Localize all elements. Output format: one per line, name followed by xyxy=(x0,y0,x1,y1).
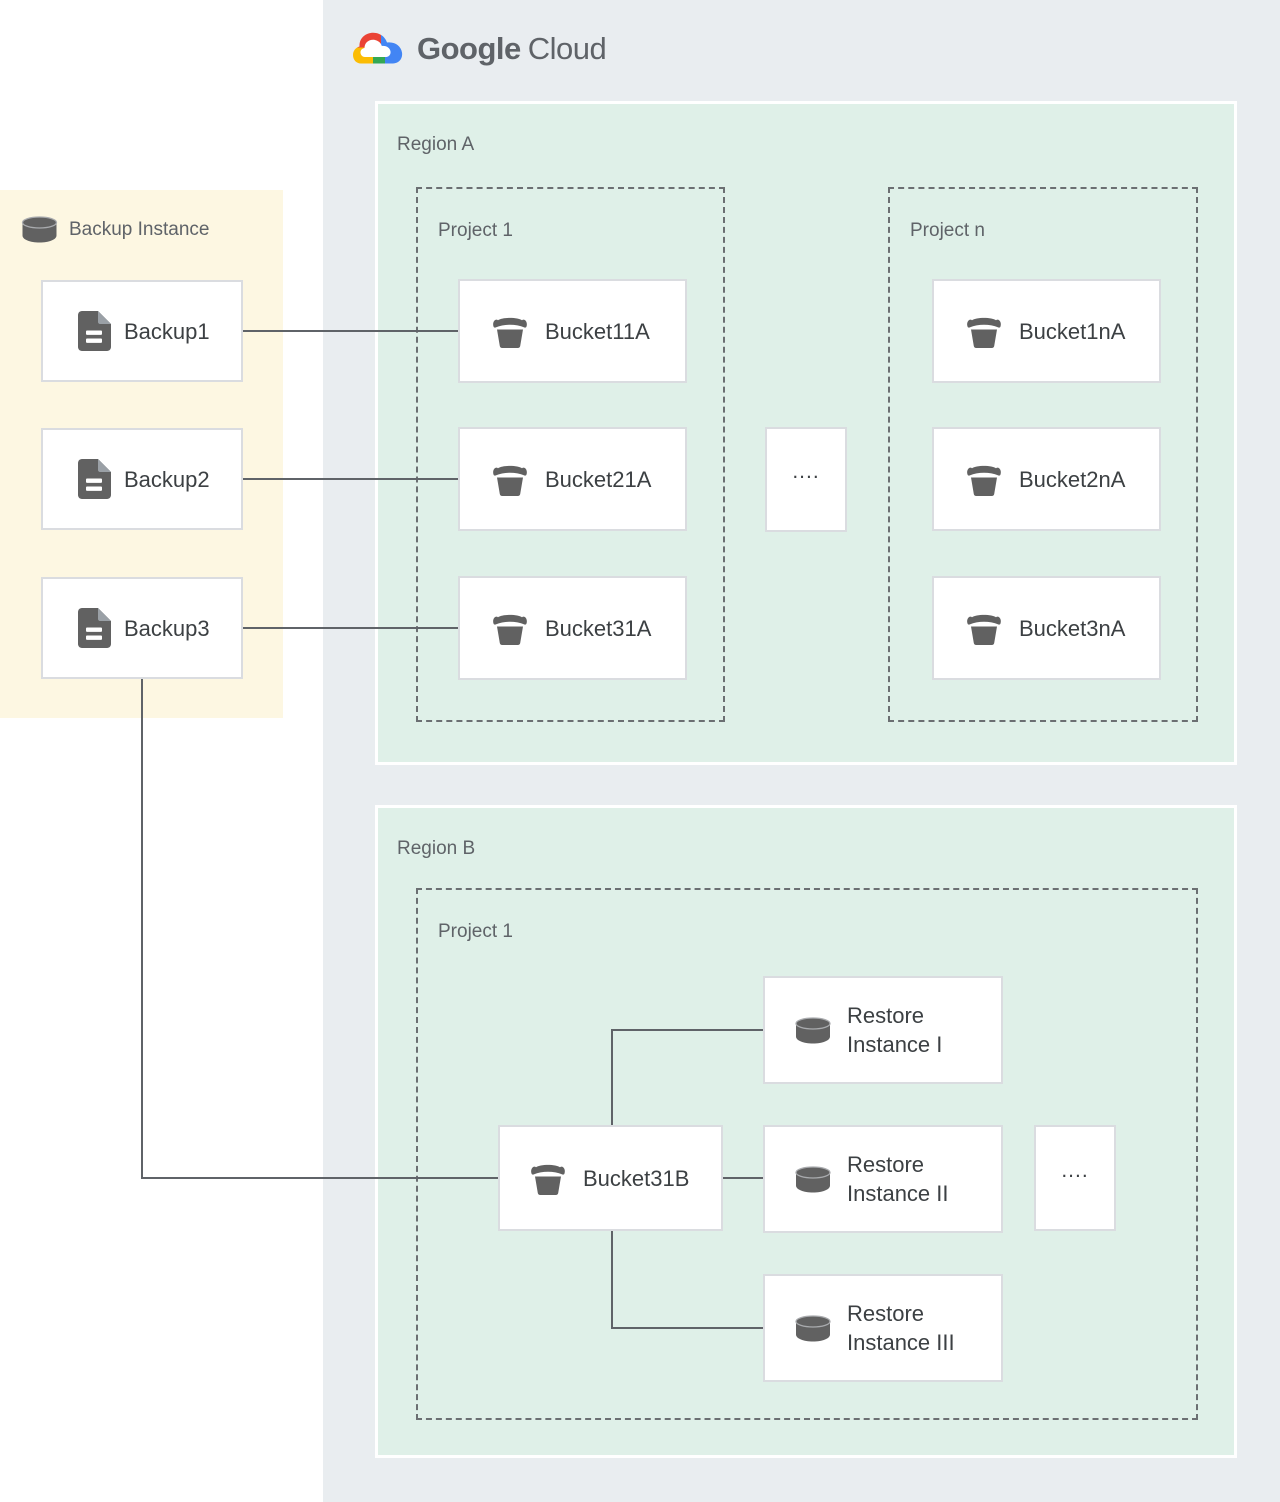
logo-google-text: Google xyxy=(417,30,521,66)
backup3-box: Backup3 xyxy=(41,577,243,679)
region-a-project-n-box xyxy=(888,187,1198,722)
file-icon xyxy=(78,608,111,648)
bucket3na-label: Bucket3nA xyxy=(1019,615,1126,641)
storage-bucket-icon xyxy=(531,1164,565,1195)
bucket1na-label: Bucket1nA xyxy=(1019,318,1126,344)
restore-instance-3-box: Restore Instance III xyxy=(763,1274,1003,1382)
bucket31b-box: Bucket31B xyxy=(498,1125,723,1231)
bucket21a-label: Bucket21A xyxy=(545,466,652,492)
bucket2na-label: Bucket2nA xyxy=(1019,466,1126,492)
restore-instance-1-box: Restore Instance I xyxy=(763,976,1003,1084)
database-icon xyxy=(21,216,58,243)
backup2-label: Backup2 xyxy=(124,466,210,492)
file-icon xyxy=(78,459,111,499)
database-icon xyxy=(795,1016,831,1044)
bucket11a-label: Bucket11A xyxy=(545,318,650,344)
region-b-label: Region B xyxy=(397,838,476,859)
bucket1na-box: Bucket1nA xyxy=(932,279,1161,383)
storage-bucket-icon xyxy=(493,614,527,645)
backup1-box: Backup1 xyxy=(41,280,243,382)
restore-instance-3-label: Restore Instance III xyxy=(847,1301,955,1355)
restore-instance-2-label: Restore Instance II xyxy=(847,1152,949,1206)
bucket31a-box: Bucket31A xyxy=(458,576,687,680)
backup3-label: Backup3 xyxy=(124,615,210,641)
region-a-project-1-box xyxy=(416,187,725,722)
restore-instance-2-box: Restore Instance II xyxy=(763,1125,1003,1233)
file-icon xyxy=(78,311,111,351)
database-icon xyxy=(795,1165,831,1193)
storage-bucket-icon xyxy=(967,614,1001,645)
bucket3na-box: Bucket3nA xyxy=(932,576,1161,680)
storage-bucket-icon xyxy=(967,317,1001,348)
region-a-project-1-label: Project 1 xyxy=(438,220,513,241)
region-a-ellipsis-box: .... xyxy=(765,427,847,532)
ellipsis-text: .... xyxy=(792,459,820,483)
region-a-label: Region A xyxy=(397,134,475,155)
bucket21a-box: Bucket21A xyxy=(458,427,687,531)
bucket2na-box: Bucket2nA xyxy=(932,427,1161,531)
logo-cloud-text: Cloud xyxy=(527,30,607,66)
backup1-label: Backup1 xyxy=(124,318,210,344)
bucket31a-label: Bucket31A xyxy=(545,615,652,641)
storage-bucket-icon xyxy=(493,317,527,348)
region-a-project-n-label: Project n xyxy=(910,220,985,241)
backup-instance-header: Backup Instance xyxy=(21,216,209,243)
ellipsis-text: .... xyxy=(1061,1158,1089,1182)
region-b-ellipsis-box: .... xyxy=(1034,1125,1116,1231)
storage-bucket-icon xyxy=(967,465,1001,496)
database-icon xyxy=(795,1314,831,1342)
region-b-project-1-label: Project 1 xyxy=(438,921,513,942)
storage-bucket-icon xyxy=(493,465,527,496)
backup2-box: Backup2 xyxy=(41,428,243,530)
restore-instance-1-label: Restore Instance I xyxy=(847,1003,943,1057)
bucket31b-label: Bucket31B xyxy=(583,1165,690,1191)
google-cloud-icon xyxy=(353,32,403,64)
backup-instance-title: Backup Instance xyxy=(69,218,210,240)
bucket11a-box: Bucket11A xyxy=(458,279,687,383)
